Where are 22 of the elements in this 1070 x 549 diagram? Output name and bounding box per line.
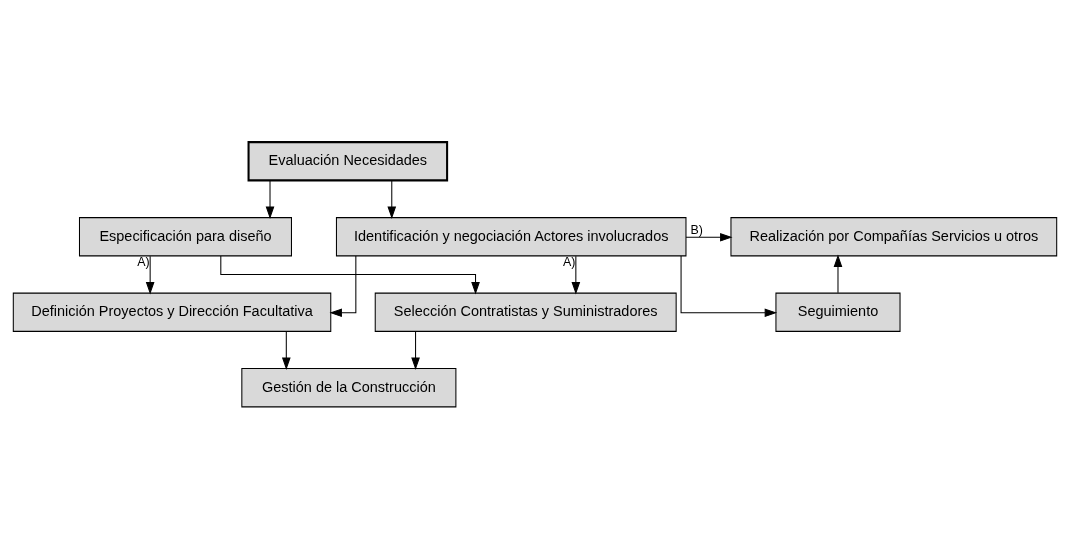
node-box: Evaluación Necesidades xyxy=(247,141,449,182)
arrow xyxy=(571,255,581,295)
arrow xyxy=(411,331,420,370)
edge-label: A) xyxy=(562,254,576,269)
arrow xyxy=(145,255,155,295)
arrow xyxy=(281,331,291,370)
node-box: Definición Proyectos y Dirección Facultativa xyxy=(12,292,332,332)
arrow xyxy=(387,180,397,219)
edge-label: A) xyxy=(137,254,150,269)
node-box: Realización por Compañías Servicios u otros xyxy=(730,217,1058,257)
node-box: Especificación para diseño xyxy=(78,217,292,257)
arrow xyxy=(220,255,480,295)
arrow xyxy=(680,255,778,318)
arrow xyxy=(685,232,733,242)
node-box: Seguimiento xyxy=(775,292,901,332)
arrow xyxy=(265,180,275,219)
arrow xyxy=(833,254,843,294)
arrow xyxy=(329,255,357,318)
node-box: Identificación y negociación Actores involucrados xyxy=(335,217,687,257)
node-box: Gestión de la Construcción xyxy=(241,368,457,408)
node-box: Selección Contratistas y Suministradores xyxy=(374,292,677,332)
edge-label: B) xyxy=(690,222,703,237)
